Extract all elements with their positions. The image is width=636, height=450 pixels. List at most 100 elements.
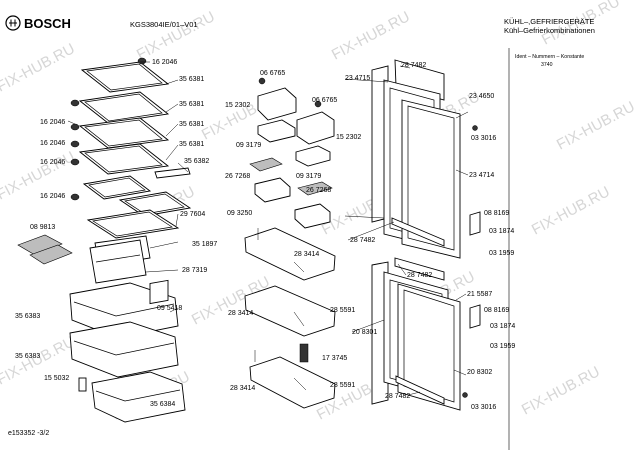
shelf-clip-icon xyxy=(70,193,80,201)
part-number: 35 6381 xyxy=(179,141,204,148)
part-number: 35 6384 xyxy=(150,401,175,408)
part-number: 28 7482 xyxy=(401,62,426,69)
brand-name: BOSCH xyxy=(24,16,71,31)
watermark: FIX-HUB.RU xyxy=(329,8,413,63)
bosch-armature-icon xyxy=(5,15,21,31)
butter-compartment xyxy=(257,87,297,121)
part-number: 23 4650 xyxy=(469,93,494,100)
page-identifier: e153352 -3/2 xyxy=(8,430,49,437)
shelf-clip-icon xyxy=(70,123,80,131)
egg-insert-icon xyxy=(297,181,333,196)
part-labels: 16 2046 35 6381 35 6381 16 2046 35 6381 … xyxy=(15,59,515,411)
part-number: 16 2046 xyxy=(40,140,65,147)
fridge-door-assembly xyxy=(371,59,481,259)
subcategory-title: Kühl–Gefrierkombinationen xyxy=(504,26,595,35)
door-shelf xyxy=(244,227,336,281)
part-number: 35 6383 xyxy=(15,313,40,320)
small-door-shelf xyxy=(254,177,291,203)
part-number: 16 2046 xyxy=(40,119,65,126)
ident-label: Ident – Nummern – Konstante xyxy=(515,54,584,60)
shelf-holder-clips xyxy=(70,57,147,201)
watermark: FIX-HUB.RU xyxy=(134,8,218,63)
part-number: 06 6765 xyxy=(312,97,337,104)
part-number: 28 7482 xyxy=(350,237,375,244)
door-shelf xyxy=(249,356,336,409)
part-number: 35 6381 xyxy=(179,101,204,108)
part-number: 09 3250 xyxy=(227,210,252,217)
door-shelf xyxy=(244,285,336,337)
egg-tray-icon xyxy=(29,244,73,265)
egg-tray-icon xyxy=(17,234,63,256)
part-number: 16 2046 xyxy=(40,159,65,166)
shelf-rail xyxy=(154,167,191,179)
watermark: FIX-HUB.RU xyxy=(0,40,78,95)
part-number: 29 7604 xyxy=(180,211,205,218)
category-title: KÜHL–,GEFRIERGERÄTE xyxy=(504,17,594,26)
part-number: 28 3414 xyxy=(230,385,255,392)
part-number: 28 7319 xyxy=(182,267,207,274)
door-bottom-strip xyxy=(395,375,445,405)
part-number: 08 8169 xyxy=(484,307,509,314)
door-bottom-strip xyxy=(391,217,445,247)
glass-shelf-group xyxy=(70,57,192,217)
part-number: 35 6381 xyxy=(179,121,204,128)
part-number: 03 3016 xyxy=(471,135,496,142)
hinge-bracket xyxy=(469,304,481,329)
screw-icon xyxy=(472,125,478,131)
leader-lines xyxy=(67,61,469,396)
egg-insert-icon xyxy=(249,157,283,172)
screw-icon xyxy=(462,392,468,398)
crisper-cover xyxy=(86,209,180,239)
door-top-strip xyxy=(394,59,445,101)
shelf-clip-icon xyxy=(137,57,147,65)
header: BOSCH KGS3804IE/01–V01 KÜHL–,GEFRIERGERÄ… xyxy=(5,15,595,450)
part-number: 23 4714 xyxy=(469,172,494,179)
part-number: 20 8301 xyxy=(352,329,377,336)
freezer-door-gasket xyxy=(397,283,461,411)
hinge-pin-icon xyxy=(314,100,322,108)
part-number: 09 5418 xyxy=(157,305,182,312)
shelf-clip-icon xyxy=(70,140,80,148)
freezer-door-assembly xyxy=(371,257,481,411)
part-number: 15 5032 xyxy=(44,375,69,382)
bottle-clip-icon xyxy=(299,343,309,363)
part-number: 21 5587 xyxy=(467,291,492,298)
ident-value: 3740 xyxy=(541,62,553,68)
humidity-slider xyxy=(149,279,169,305)
part-number: 03 1874 xyxy=(490,323,515,330)
shelf-clip-icon xyxy=(70,99,80,107)
small-door-shelf xyxy=(294,203,331,229)
part-number: 09 3179 xyxy=(236,142,261,149)
part-number: 35 6383 xyxy=(15,353,40,360)
watermark: FIX-HUB.RU xyxy=(0,148,78,203)
part-number: 26 7268 xyxy=(225,173,250,180)
part-number: 03 1959 xyxy=(490,343,515,350)
butter-compartment xyxy=(296,111,335,145)
drawer-handle-icon xyxy=(78,377,87,392)
watermark: FIX-HUB.RU xyxy=(529,183,613,238)
split-glass-shelf xyxy=(118,191,192,217)
part-number: 28 3414 xyxy=(294,251,319,258)
watermark: FIX-HUB.RU xyxy=(519,363,603,418)
door-compartment-group xyxy=(244,77,336,409)
part-number: 16 2046 xyxy=(152,59,177,66)
part-number: 20 8302 xyxy=(467,369,492,376)
shelf-clip-icon xyxy=(70,158,80,166)
part-number: 35 6381 xyxy=(179,76,204,83)
part-number: 28 5591 xyxy=(330,382,355,389)
part-number: 23 4715 xyxy=(345,75,370,82)
part-number: 15 2302 xyxy=(225,102,250,109)
part-number: 28 3414 xyxy=(228,310,253,317)
cheese-shelf xyxy=(257,119,296,143)
split-glass-shelf xyxy=(82,175,152,200)
freezer-drawer xyxy=(91,371,186,423)
hinge-bracket xyxy=(469,211,481,236)
model-number: KGS3804IE/01–V01 xyxy=(130,20,198,29)
part-number: 28 7482 xyxy=(385,393,410,400)
part-number: 08 8169 xyxy=(484,210,509,217)
fridge-door-gasket xyxy=(401,99,461,259)
part-number: 35 1897 xyxy=(192,241,217,248)
part-number: 03 1874 xyxy=(489,228,514,235)
part-number: 06 6765 xyxy=(260,70,285,77)
